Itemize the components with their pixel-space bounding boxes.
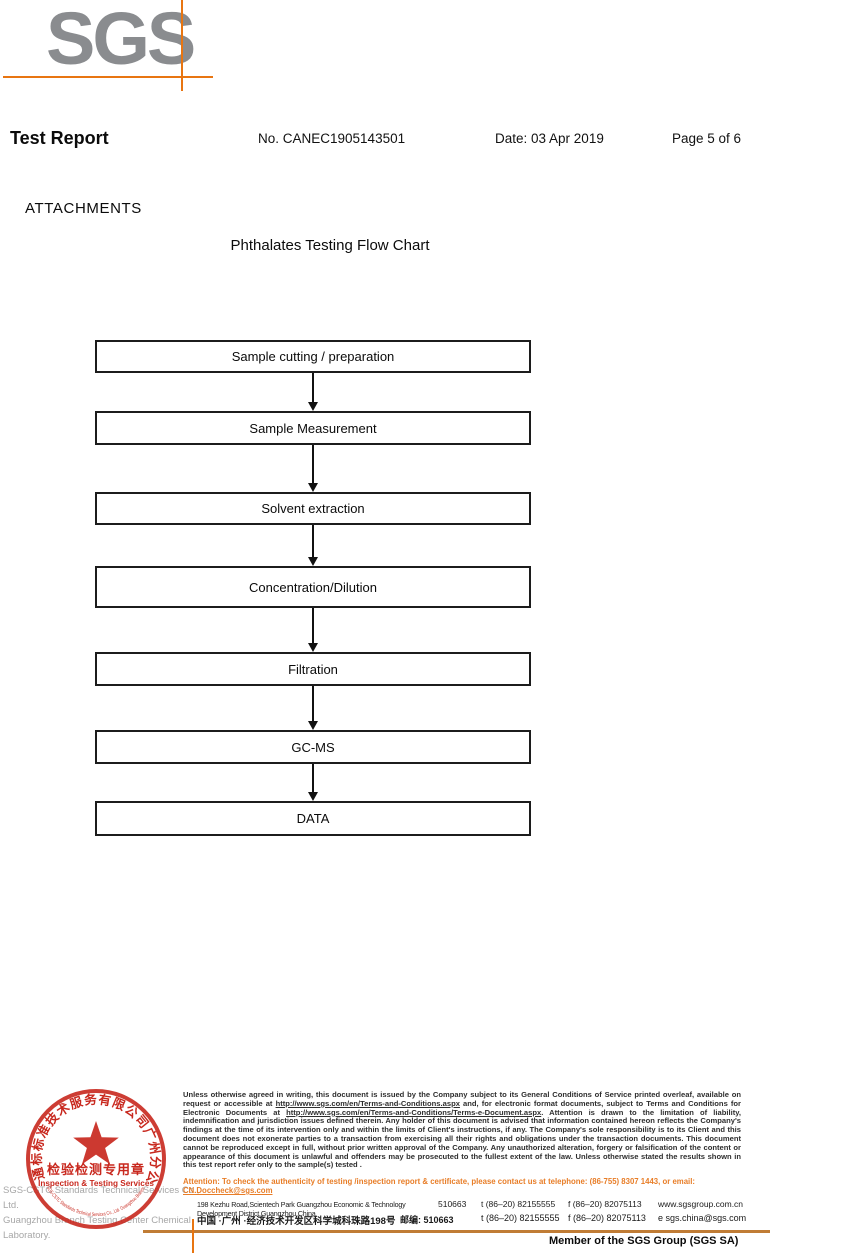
lab-company-name: SGS-CSTC Standards Technical Services Co…	[3, 1183, 208, 1243]
doccheck-email-link[interactable]: CN.Doccheck@sgs.com	[183, 1186, 273, 1195]
member-of-sgs-group: Member of the SGS Group (SGS SA)	[549, 1235, 739, 1247]
flow-arrow-2	[307, 445, 318, 492]
report-number: No. CANEC1905143501	[258, 131, 406, 146]
flow-step-data: DATA	[95, 801, 531, 836]
lab-company-line2: Guangzhou Branch Testing Center Chemical…	[3, 1215, 191, 1241]
postal-code-cn: 邮编: 510663	[400, 1215, 454, 1225]
website-url[interactable]: www.sgsgroup.com.cn	[658, 1199, 744, 1209]
svg-text:SGS-CSTC Standards Technical S: SGS-CSTC Standards Technical Services Co…	[45, 1185, 147, 1218]
flow-step-concentration-dilution: Concentration/Dilution	[95, 566, 531, 608]
terms-link[interactable]: http://www.sgs.com/en/Terms-and-Conditio…	[275, 1098, 460, 1108]
legal-disclaimer: Unless otherwise agreed in writing, this…	[183, 1090, 742, 1170]
telephone-cn: t (86–20) 82155555	[481, 1213, 560, 1223]
flow-step-sample-cutting: Sample cutting / preparation	[95, 340, 531, 373]
inspection-stamp-seal: 通标标准技术服务有限公司广州分公司 检验检测专用章 Inspection & T…	[20, 1083, 166, 1229]
flowchart-title: Phthalates Testing Flow Chart	[230, 237, 430, 254]
flow-arrow-3	[307, 525, 318, 566]
disclaimer-text-2: and, for electronic format documents, su…	[183, 1098, 742, 1117]
address-cn: 中国 ·广州 ·经济技术开发区科学城科珠路198号	[197, 1216, 396, 1227]
fax-en: f (86–20) 82075113	[568, 1199, 642, 1209]
stamp-inner-cn: 检验检测专用章	[47, 1162, 145, 1177]
report-date: Date: 03 Apr 2019	[495, 131, 604, 146]
telephone-en: t (86–20) 82155555	[481, 1199, 556, 1209]
disclaimer-text-3: . Attention is drawn to the limitation o…	[183, 1107, 742, 1170]
logo-horizontal-rule	[3, 76, 213, 78]
flow-arrow-1	[307, 373, 318, 411]
disclaimer-text-1: Unless otherwise agreed in writing, this…	[183, 1090, 741, 1108]
address-en: 198 Kezhu Road,Scientech Park Guangzhou …	[197, 1200, 406, 1218]
flow-arrow-4	[307, 608, 318, 652]
sgs-email-link[interactable]: e sgs.china@sgs.com	[658, 1213, 747, 1223]
flow-step-solvent-extraction: Solvent extraction	[95, 492, 531, 525]
stamp-bottom-arc-text: SGS-CSTC Standards Technical Services Co…	[45, 1185, 147, 1218]
page-title: Test Report	[10, 128, 109, 148]
attention-notice: Attention: To check the authenticity of …	[183, 1177, 741, 1195]
footer-horizontal-rule	[143, 1230, 770, 1233]
flow-step-sample-measurement: Sample Measurement	[95, 411, 531, 445]
flow-step-gc-ms: GC-MS	[95, 730, 531, 764]
flow-arrow-5	[307, 686, 318, 730]
address-row-en: 198 Kezhu Road,Scientech Park Guangzhou …	[197, 1198, 750, 1218]
attention-text: Attention: To check the authenticity of …	[183, 1177, 695, 1186]
lab-company-line1: SGS-CSTC Standards Technical Services Co…	[3, 1185, 200, 1211]
sgs-logo: SGS	[46, 0, 196, 80]
stamp-star-icon	[73, 1121, 119, 1165]
stamp-inner-en: Inspection & Testing Services	[38, 1179, 154, 1188]
address-row-cn: 中国 ·广州 ·经济技术开发区科学城科珠路198号 邮编: 510663 t (…	[197, 1212, 750, 1228]
flow-arrow-6	[307, 764, 318, 801]
flow-step-filtration: Filtration	[95, 652, 531, 686]
footer-vertical-rule	[192, 1219, 194, 1253]
page-indicator: Page 5 of 6	[672, 131, 742, 146]
fax-cn: f (86–20) 82075113	[568, 1213, 646, 1223]
logo-vertical-rule	[181, 0, 183, 91]
terms-e-document-link[interactable]: http://www.sgs.com/en/Terms-and-Conditio…	[286, 1107, 542, 1117]
postal-code-en: 510663	[438, 1199, 467, 1209]
attachments-heading: ATTACHMENTS	[25, 200, 142, 217]
